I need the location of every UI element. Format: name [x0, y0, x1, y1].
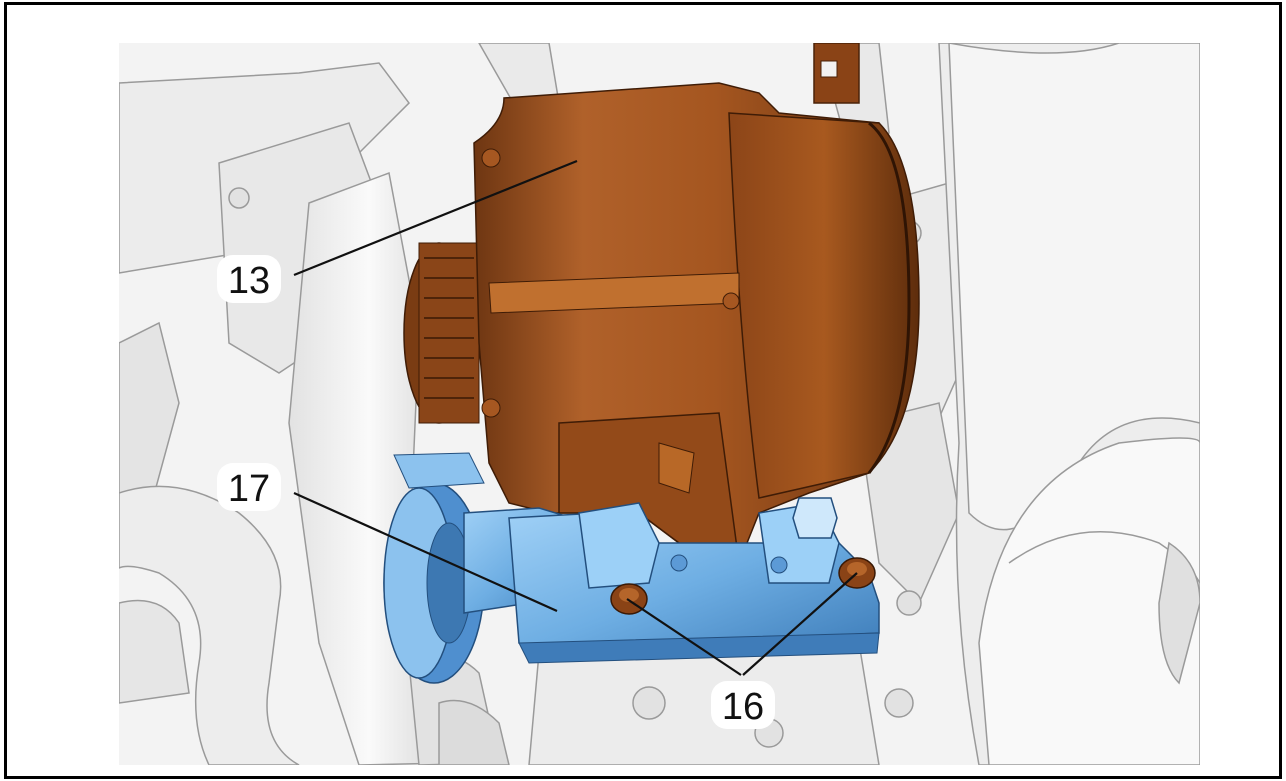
callout-16: 16	[711, 681, 775, 729]
alternator-diagram: 13 17 16	[119, 43, 1200, 765]
callout-16-label: 16	[722, 686, 764, 728]
callout-17: 17	[217, 463, 281, 511]
callout-13-label: 13	[228, 260, 270, 302]
alternator	[403, 43, 920, 574]
diagram-frame: 13 17 16	[4, 2, 1282, 779]
callout-17-label: 17	[228, 468, 270, 510]
idler-pulley	[383, 452, 485, 684]
callout-13: 13	[217, 255, 281, 303]
tensioner-bracket	[383, 452, 880, 684]
leader-lines	[293, 159, 858, 676]
alternator-pulley	[403, 242, 480, 424]
engine-illustration: 13 17 16	[119, 43, 1200, 765]
